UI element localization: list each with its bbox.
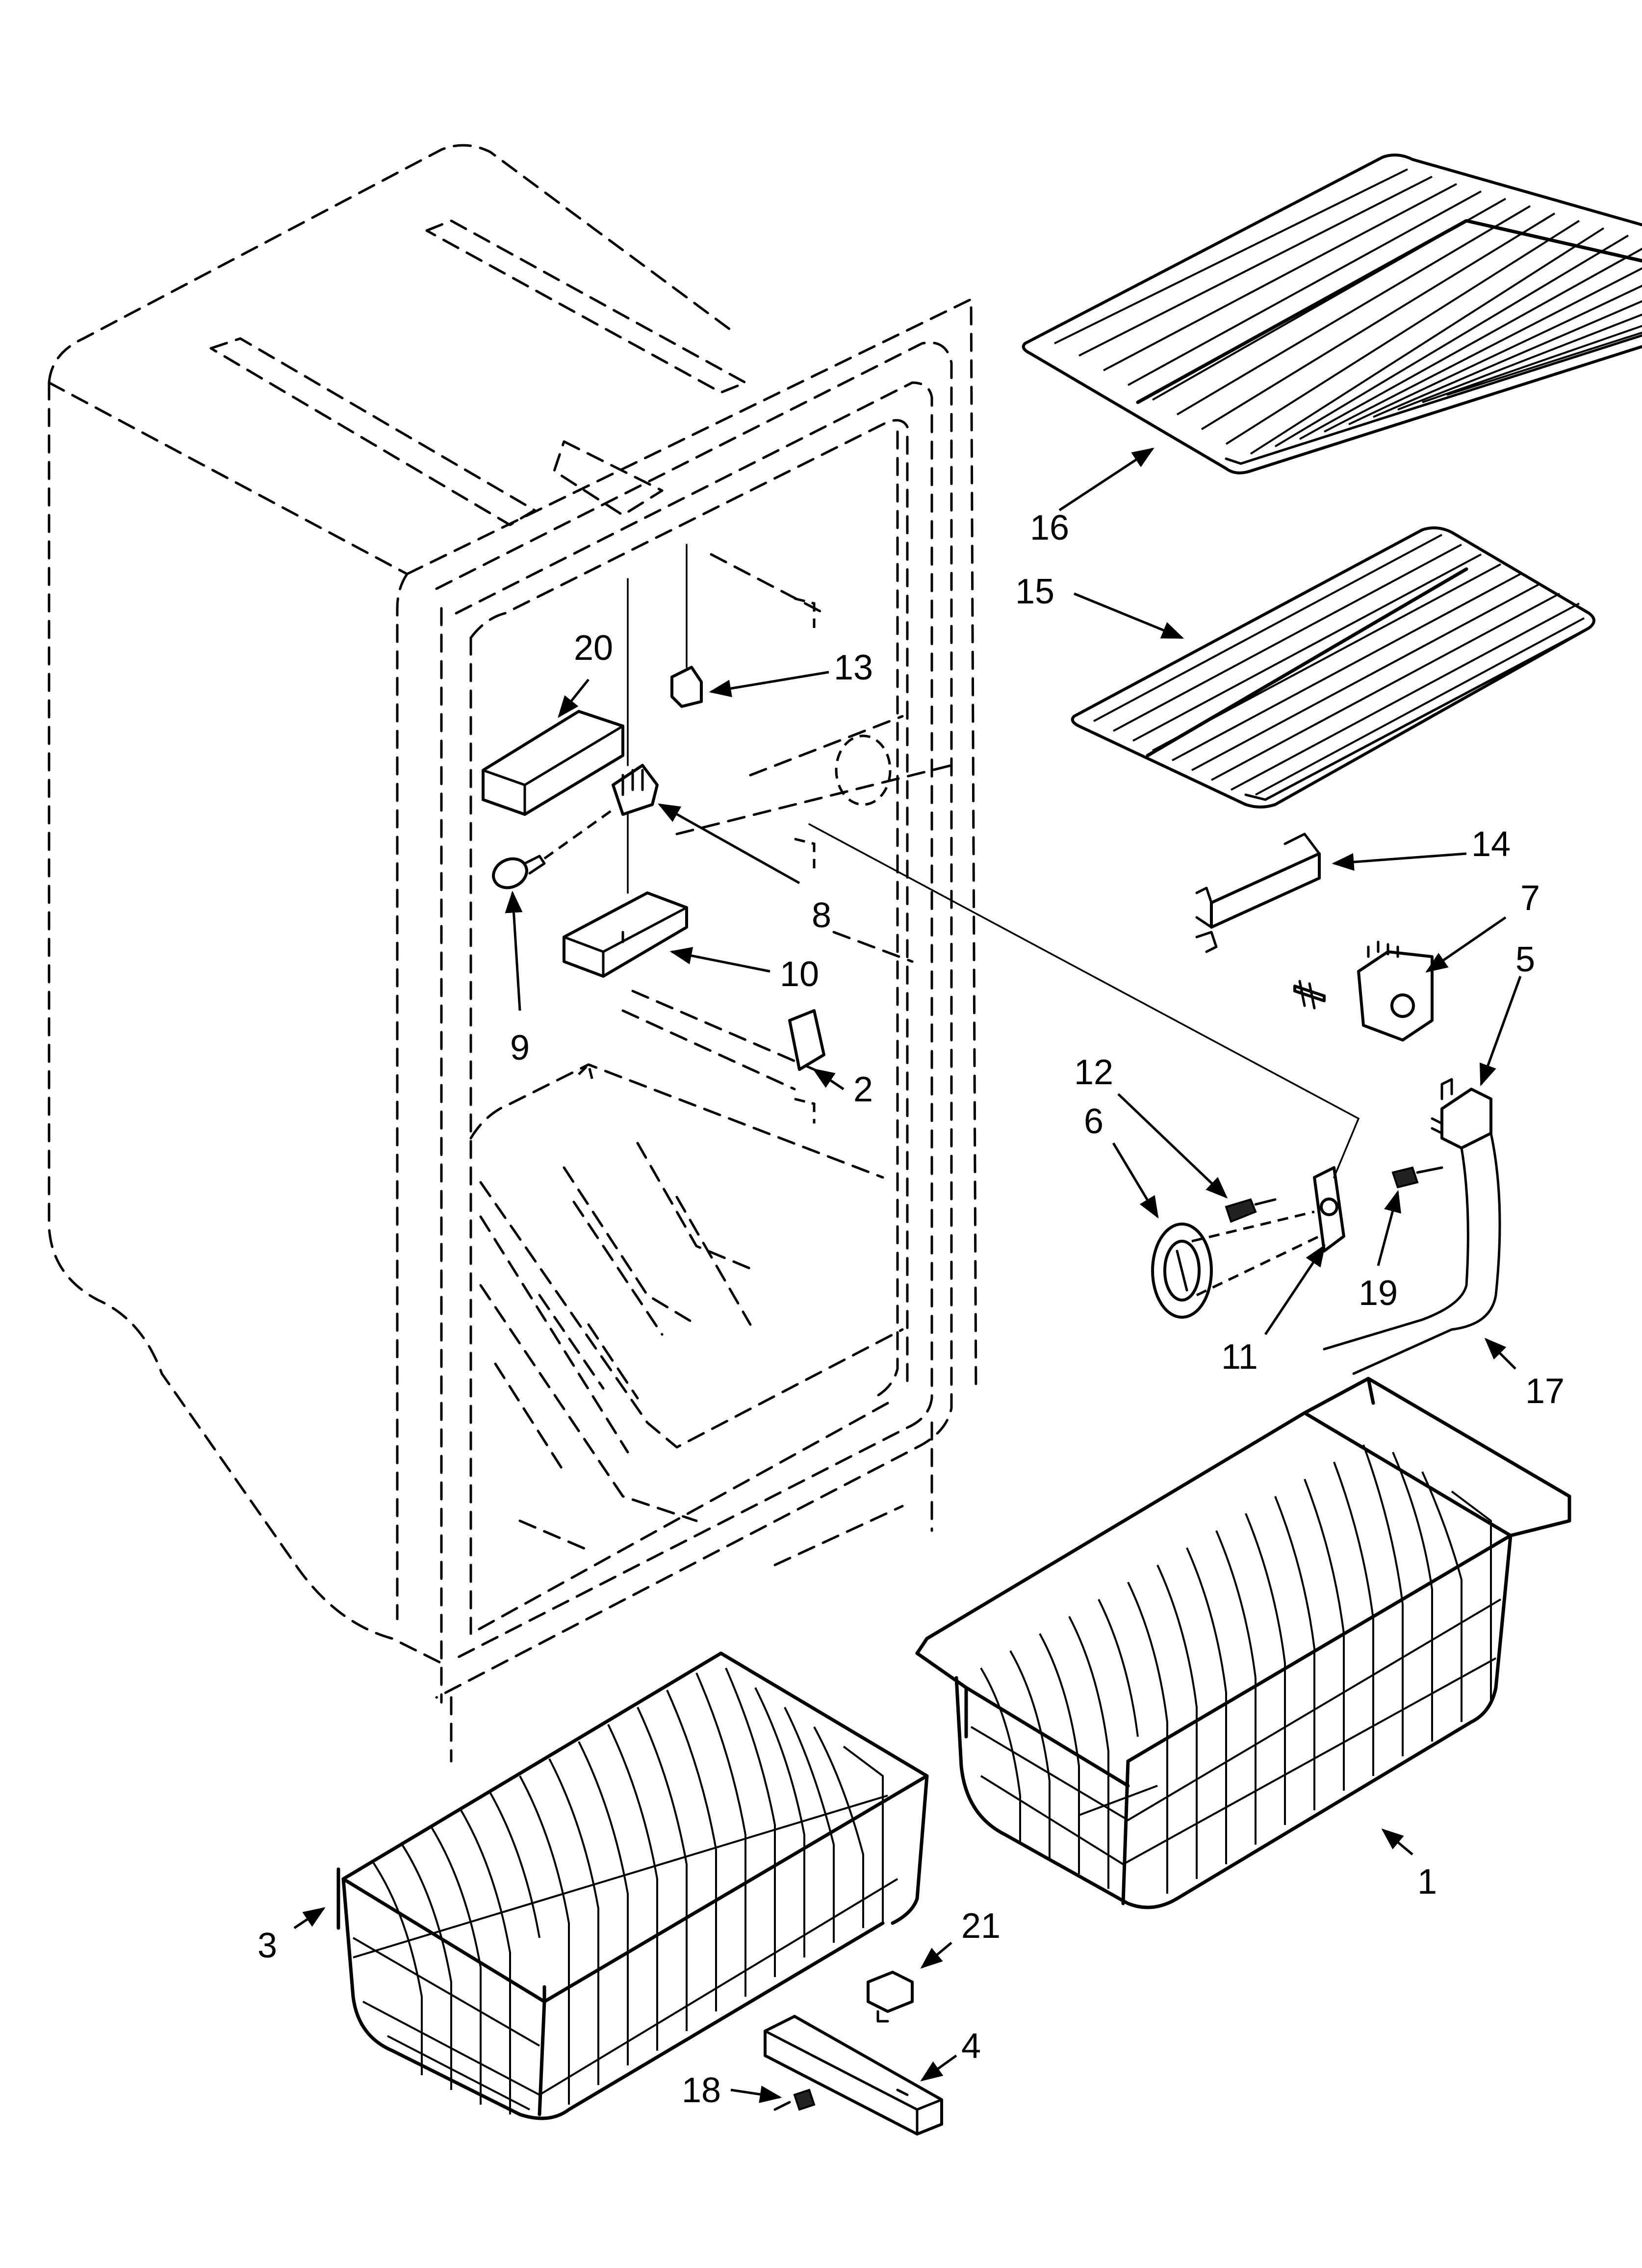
part-19-screw (1391, 1166, 1443, 1189)
callout-13: 13 (834, 648, 873, 687)
callout-15: 15 (1015, 572, 1054, 611)
callout-9: 9 (510, 1028, 530, 1068)
part-20-light-housing (482, 710, 624, 816)
part-2-label (788, 1009, 825, 1071)
part-11-bracket (1313, 1166, 1345, 1252)
callout-18: 18 (682, 2071, 721, 2110)
part-9-bulb (492, 808, 614, 889)
callout-14: 14 (1471, 825, 1511, 864)
part-10-cover (563, 891, 688, 978)
callout-7: 7 (1520, 879, 1540, 918)
part-8-socket (612, 578, 659, 894)
callout-19: 19 (1359, 1274, 1398, 1313)
part-18-screw (773, 2088, 816, 2111)
part-4-rail (764, 2015, 943, 2136)
part-14-shelf-support (1195, 833, 1321, 953)
callout-8: 8 (812, 896, 831, 935)
wire-shelf-lower (1071, 526, 1595, 808)
part-6-knob (1151, 1223, 1213, 1319)
part-17-harness (1323, 1132, 1501, 1375)
callout-12: 12 (1074, 1053, 1113, 1092)
callout-6: 6 (1084, 1102, 1103, 1141)
part-13-switch (670, 544, 703, 708)
callout-17: 17 (1525, 1372, 1565, 1411)
part-21-cap (867, 1971, 914, 2023)
freezer-cabinet-outline (48, 144, 977, 1763)
part-7-control (1293, 940, 1434, 1042)
callout-3: 3 (257, 1926, 277, 1965)
callout-4: 4 (961, 2027, 981, 2066)
callout-11: 11 (1221, 1337, 1258, 1377)
callout-2: 2 (853, 1070, 873, 1109)
callout-5: 5 (1515, 940, 1535, 979)
wire-shelf-upper (1022, 154, 1642, 474)
callout-1: 1 (1417, 1862, 1437, 1902)
part-5-switch (1431, 1078, 1492, 1149)
lower-basket (336, 1651, 929, 2120)
callout-16: 16 (1030, 508, 1069, 547)
callout-10: 10 (780, 955, 819, 994)
upper-basket (915, 1377, 1571, 1909)
callout-21: 21 (961, 1906, 1001, 1946)
callout-20: 20 (574, 628, 613, 668)
part-12-screw (1225, 1198, 1277, 1223)
callouts: 16 15 20 13 14 8 7 10 5 9 12 2 6 19 11 1… (257, 447, 1565, 2110)
